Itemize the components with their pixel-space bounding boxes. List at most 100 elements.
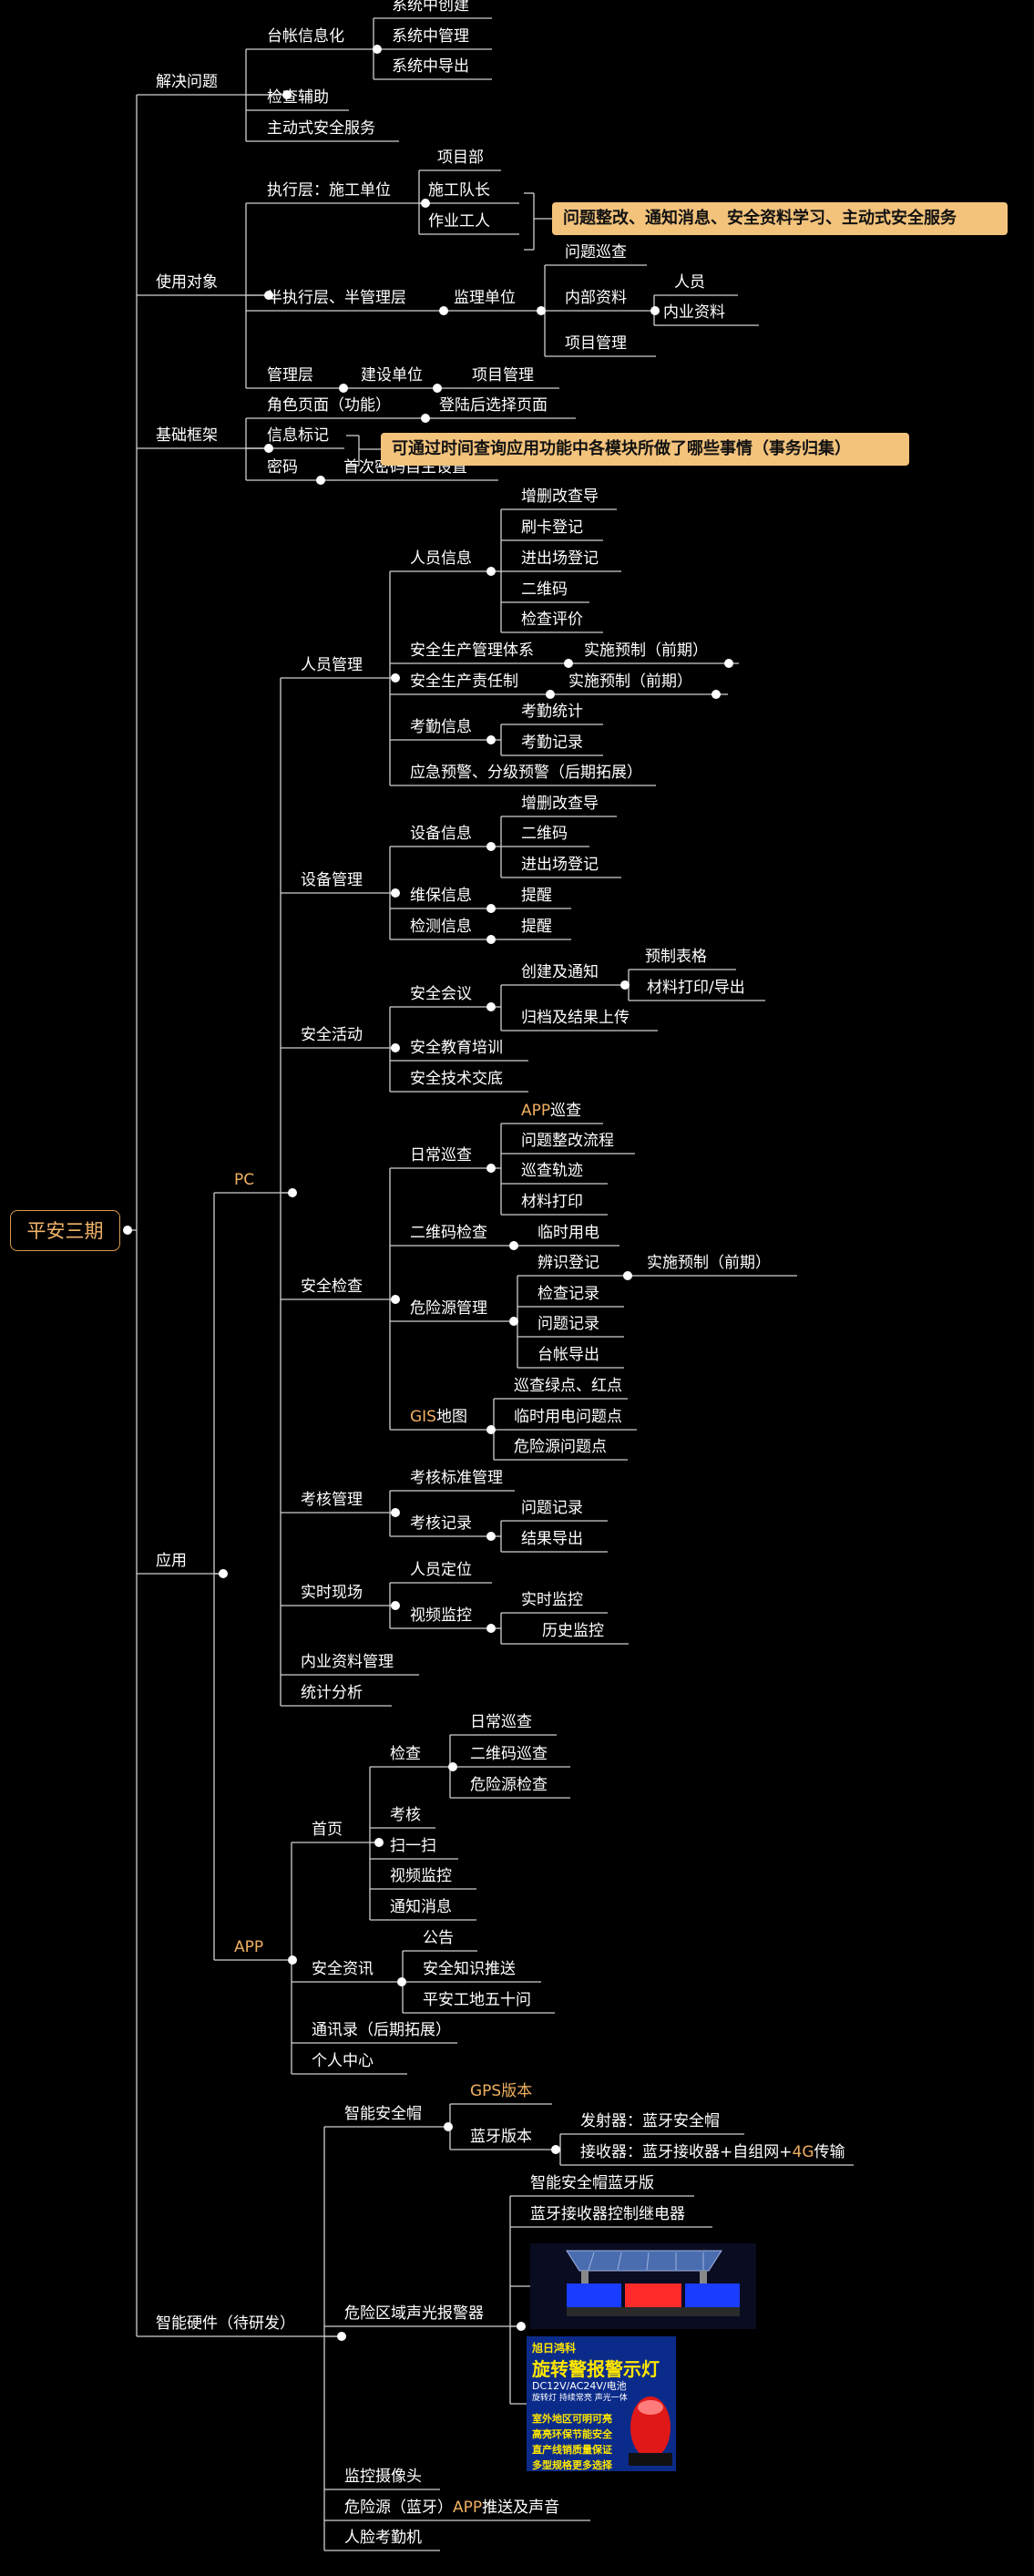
node-jgdc[interactable]: 结果导出: [521, 1530, 583, 1548]
node-aqhy[interactable]: 安全会议: [410, 985, 472, 1003]
node-aqhd[interactable]: 安全活动: [301, 1026, 363, 1044]
node-grzx[interactable]: 个人中心: [312, 2052, 374, 2070]
node-ssyz3[interactable]: 实施预制（前期）: [647, 1254, 771, 1272]
node-ewm2[interactable]: 二维码: [521, 825, 568, 843]
node-ewmxc[interactable]: 二维码巡查: [470, 1745, 548, 1763]
node-wxygl[interactable]: 危险源管理: [410, 1299, 487, 1318]
node-lsydwt[interactable]: 临时用电问题点: [514, 1408, 622, 1426]
node-nyzlgl[interactable]: 内业资料管理: [301, 1653, 394, 1671]
node-cjjtz[interactable]: 创建及通知: [521, 963, 599, 981]
node-lyjsqk[interactable]: 蓝牙接收器控制继电器: [530, 2205, 685, 2223]
node-jcfz[interactable]: 检查辅助: [267, 88, 329, 107]
node-rcxc[interactable]: 日常巡查: [410, 1146, 472, 1165]
node-khgl[interactable]: 考核管理: [301, 1491, 363, 1509]
node-dlhxz[interactable]: 登陆后选择页面: [439, 396, 548, 415]
node-wxqy[interactable]: 危险区域声光报警器: [344, 2304, 484, 2323]
node-xtdc[interactable]: 系统中导出: [392, 57, 469, 76]
node-ewm1[interactable]: 二维码: [521, 580, 568, 599]
node-wtjl[interactable]: 问题记录: [537, 1315, 599, 1333]
node-cldy[interactable]: 材料打印/导出: [647, 979, 745, 997]
node-aqzsts[interactable]: 安全知识推送: [423, 1960, 516, 1978]
node-aqjypx[interactable]: 安全教育培训: [410, 1039, 503, 1057]
node-zdsaqfw[interactable]: 主动式安全服务: [267, 119, 375, 138]
node-sbxx[interactable]: 设备信息: [410, 825, 472, 843]
node-kqjl[interactable]: 考勤记录: [521, 734, 583, 752]
node-gdjg[interactable]: 归档及结果上传: [521, 1009, 630, 1027]
root-node[interactable]: 平安三期: [10, 1210, 120, 1251]
node-lsjk[interactable]: 历史监控: [542, 1622, 604, 1640]
node-jckj[interactable]: 基础框架: [156, 426, 218, 445]
node-lsyd[interactable]: 临时用电: [537, 1224, 599, 1242]
node-wxyjc[interactable]: 危险源检查: [470, 1776, 548, 1794]
node-aqzrz[interactable]: 安全生产责任制: [410, 672, 518, 691]
node-ewmjc[interactable]: 二维码检查: [410, 1224, 487, 1242]
node-ry[interactable]: 人员: [674, 273, 705, 292]
node-lybb[interactable]: 蓝牙版本: [470, 2128, 532, 2146]
node-tzxx[interactable]: 通知消息: [390, 1898, 452, 1916]
node-xmgl2[interactable]: 项目管理: [472, 366, 534, 385]
node-pc[interactable]: PC: [234, 1171, 255, 1189]
node-jsym[interactable]: 角色页面（功能）: [267, 396, 391, 415]
node-jcxx[interactable]: 检测信息: [410, 918, 472, 936]
node-aqjsjd[interactable]: 安全技术交底: [410, 1070, 503, 1088]
node-wtjl2[interactable]: 问题记录: [521, 1499, 583, 1517]
node-gg[interactable]: 公告: [423, 1929, 454, 1947]
node-jjwt[interactable]: 解决问题: [156, 73, 218, 91]
node-xmb[interactable]: 项目部: [437, 149, 484, 167]
node-rygl[interactable]: 人员管理: [301, 656, 363, 674]
node-jccdj2[interactable]: 进出场登记: [521, 856, 599, 874]
node-znaqmly[interactable]: 智能安全帽蓝牙版: [530, 2174, 654, 2192]
node-spjk2[interactable]: 视频监控: [390, 1867, 452, 1885]
node-sbgl[interactable]: 设备管理: [301, 871, 363, 889]
node-jc[interactable]: 检查: [390, 1745, 421, 1763]
node-bsdj[interactable]: 辨识登记: [537, 1254, 599, 1272]
node-sydx[interactable]: 使用对象: [156, 273, 218, 292]
node-wtzglc[interactable]: 问题整改流程: [521, 1132, 614, 1150]
node-glc[interactable]: 管理层: [267, 366, 313, 385]
node-jksxt[interactable]: 监控摄像头: [344, 2468, 422, 2486]
node-pagd[interactable]: 平安工地五十问: [423, 1991, 531, 2009]
node-zsgcd2[interactable]: 增删改查导: [521, 795, 599, 813]
node-jsq[interactable]: 接收器：蓝牙接收器+自组网+4G传输: [580, 2143, 845, 2161]
node-tzxxh[interactable]: 台帐信息化: [267, 27, 344, 46]
node-kqxx[interactable]: 考勤信息: [410, 718, 472, 736]
node-bzx[interactable]: 半执行层、半管理层: [267, 289, 406, 307]
node-yjyj[interactable]: 应急预警、分级预警（后期拓展）: [410, 764, 642, 782]
node-yzbg[interactable]: 预制表格: [645, 948, 707, 966]
node-spjk[interactable]: 视频监控: [410, 1606, 472, 1625]
node-aqzx[interactable]: 安全资讯: [312, 1960, 374, 1978]
node-xcgj[interactable]: 巡查轨迹: [521, 1162, 583, 1180]
node-wxyly[interactable]: 危险源（蓝牙）APP推送及声音: [344, 2499, 560, 2517]
node-jcpj[interactable]: 检查评价: [521, 611, 583, 629]
node-wbxx[interactable]: 维保信息: [410, 887, 472, 905]
node-app[interactable]: APP: [234, 1938, 264, 1956]
node-znyj[interactable]: 智能硬件（待研发）: [156, 2314, 295, 2333]
node-sys[interactable]: 扫一扫: [390, 1837, 436, 1855]
node-yy[interactable]: 应用: [156, 1552, 187, 1570]
node-gisdt[interactable]: GIS地图: [410, 1408, 467, 1426]
node-tx2[interactable]: 提醒: [521, 918, 552, 936]
node-txl[interactable]: 通讯录（后期拓展）: [312, 2021, 451, 2039]
node-gpsbb[interactable]: GPS版本: [470, 2082, 533, 2100]
node-jccdj[interactable]: 进出场登记: [521, 549, 599, 568]
node-nbzl[interactable]: 内部资料: [565, 289, 627, 307]
node-skdj[interactable]: 刷卡登记: [521, 518, 583, 537]
node-khjl[interactable]: 考核记录: [410, 1514, 472, 1533]
node-wtxc[interactable]: 问题巡查: [565, 243, 627, 262]
node-rcxc2[interactable]: 日常巡查: [470, 1713, 532, 1731]
node-rlkqj[interactable]: 人脸考勤机: [344, 2529, 422, 2547]
node-zsgcd[interactable]: 增删改查导: [521, 487, 599, 506]
node-ssyz1[interactable]: 实施预制（前期）: [584, 641, 708, 660]
node-sgdz[interactable]: 施工队长: [428, 181, 490, 200]
node-kqtj[interactable]: 考勤统计: [521, 703, 583, 721]
node-ssxc[interactable]: 实时现场: [301, 1584, 363, 1602]
node-kh[interactable]: 考核: [390, 1806, 421, 1824]
node-khbzgl[interactable]: 考核标准管理: [410, 1469, 503, 1487]
node-zygr[interactable]: 作业工人: [428, 212, 490, 231]
node-xxbj[interactable]: 信息标记: [267, 426, 329, 445]
node-rydw[interactable]: 人员定位: [410, 1561, 472, 1579]
node-xmgl[interactable]: 项目管理: [565, 334, 627, 353]
node-ryxx[interactable]: 人员信息: [410, 549, 472, 568]
node-fsq[interactable]: 发射器：蓝牙安全帽: [580, 2112, 720, 2130]
node-appxc[interactable]: APP巡查: [521, 1102, 582, 1120]
